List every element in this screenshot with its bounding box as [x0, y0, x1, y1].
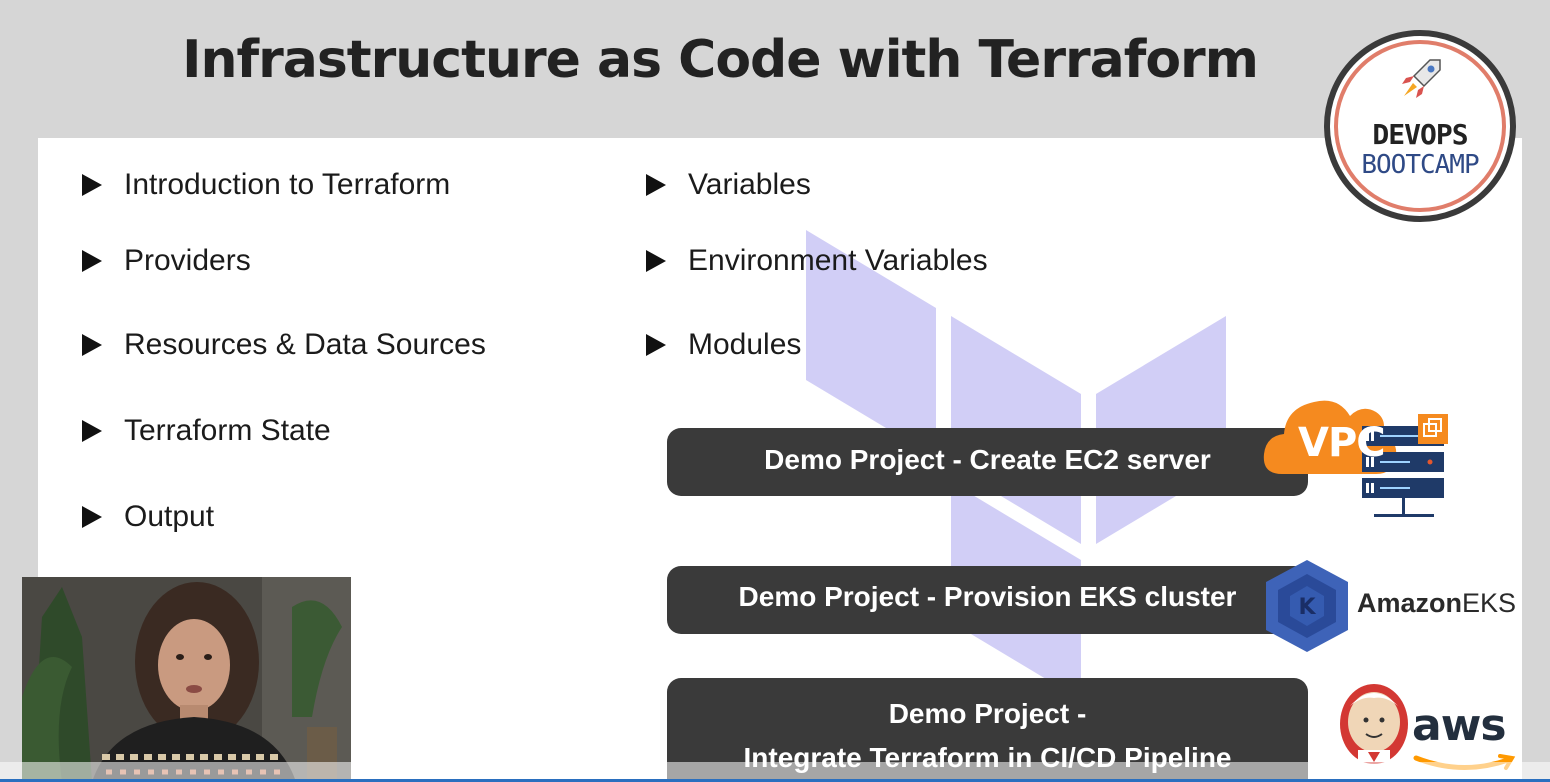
- bullet-triangle-icon: [82, 250, 102, 272]
- jenkins-logo-icon: [1340, 684, 1408, 764]
- bullet-label: Variables: [688, 168, 811, 201]
- bullet-terraform-state: Terraform State: [82, 414, 331, 448]
- aws-logo-text: aws: [1412, 700, 1507, 751]
- rocket-icon: [1402, 59, 1441, 98]
- bullet-triangle-icon: [646, 174, 666, 196]
- devops-bootcamp-badge: DEVOPS BOOTCAMP: [1324, 30, 1516, 222]
- svg-text:K: K: [1298, 595, 1316, 620]
- demo-eks-pill: Demo Project - Provision EKS cluster: [667, 566, 1308, 634]
- bullet-providers: Providers: [82, 244, 251, 278]
- bullet-variables: Variables: [646, 168, 811, 202]
- bullet-triangle-icon: [646, 334, 666, 356]
- bullet-label: Output: [124, 500, 215, 533]
- badge-line-devops: DEVOPS: [1372, 118, 1468, 151]
- bullet-triangle-icon: [82, 334, 102, 356]
- amazon-eks-logo: K AmazonEKS: [1262, 558, 1522, 654]
- video-progress-line: [0, 779, 1550, 782]
- bullet-triangle-icon: [82, 506, 102, 528]
- bullet-label: Environment Variables: [688, 244, 988, 277]
- bullet-intro-terraform: Introduction to Terraform: [82, 168, 450, 202]
- eks-hexagon-icon: K: [1266, 560, 1348, 652]
- presenter-webcam: [22, 577, 351, 782]
- video-progress-overlay: [0, 762, 1550, 782]
- eks-label-suffix: EKS: [1462, 588, 1517, 618]
- bullet-label: Providers: [124, 244, 251, 277]
- bullet-label: Modules: [688, 328, 802, 361]
- demo-ec2-pill: Demo Project - Create EC2 server: [667, 428, 1308, 496]
- bullet-modules: Modules: [646, 328, 801, 362]
- presenter-video-frame: [22, 577, 351, 782]
- bullet-label: Resources & Data Sources: [124, 328, 486, 361]
- eks-label: AmazonEKS: [1357, 588, 1516, 619]
- bullet-triangle-icon: [82, 174, 102, 196]
- bullet-label: Terraform State: [124, 414, 331, 447]
- bullet-resources-data-sources: Resources & Data Sources: [82, 328, 486, 362]
- bullet-environment-variables: Environment Variables: [646, 244, 988, 278]
- eks-label-amazon: Amazon: [1357, 588, 1463, 618]
- vpc-ec2-logo: VPC: [1262, 390, 1452, 522]
- vpc-label: VPC: [1298, 420, 1386, 466]
- bullet-output: Output: [82, 500, 214, 534]
- vpc-cloud-icon: [1263, 400, 1448, 517]
- slide-title: Infrastructure as Code with Terraform: [182, 30, 1259, 90]
- badge-ring: [1334, 40, 1506, 212]
- badge-line-bootcamp: BOOTCAMP: [1361, 150, 1479, 180]
- bullet-label: Introduction to Terraform: [124, 168, 451, 201]
- bullet-triangle-icon: [646, 250, 666, 272]
- bullet-triangle-icon: [82, 420, 102, 442]
- demo-cicd-line1: Demo Project -: [888, 698, 1087, 729]
